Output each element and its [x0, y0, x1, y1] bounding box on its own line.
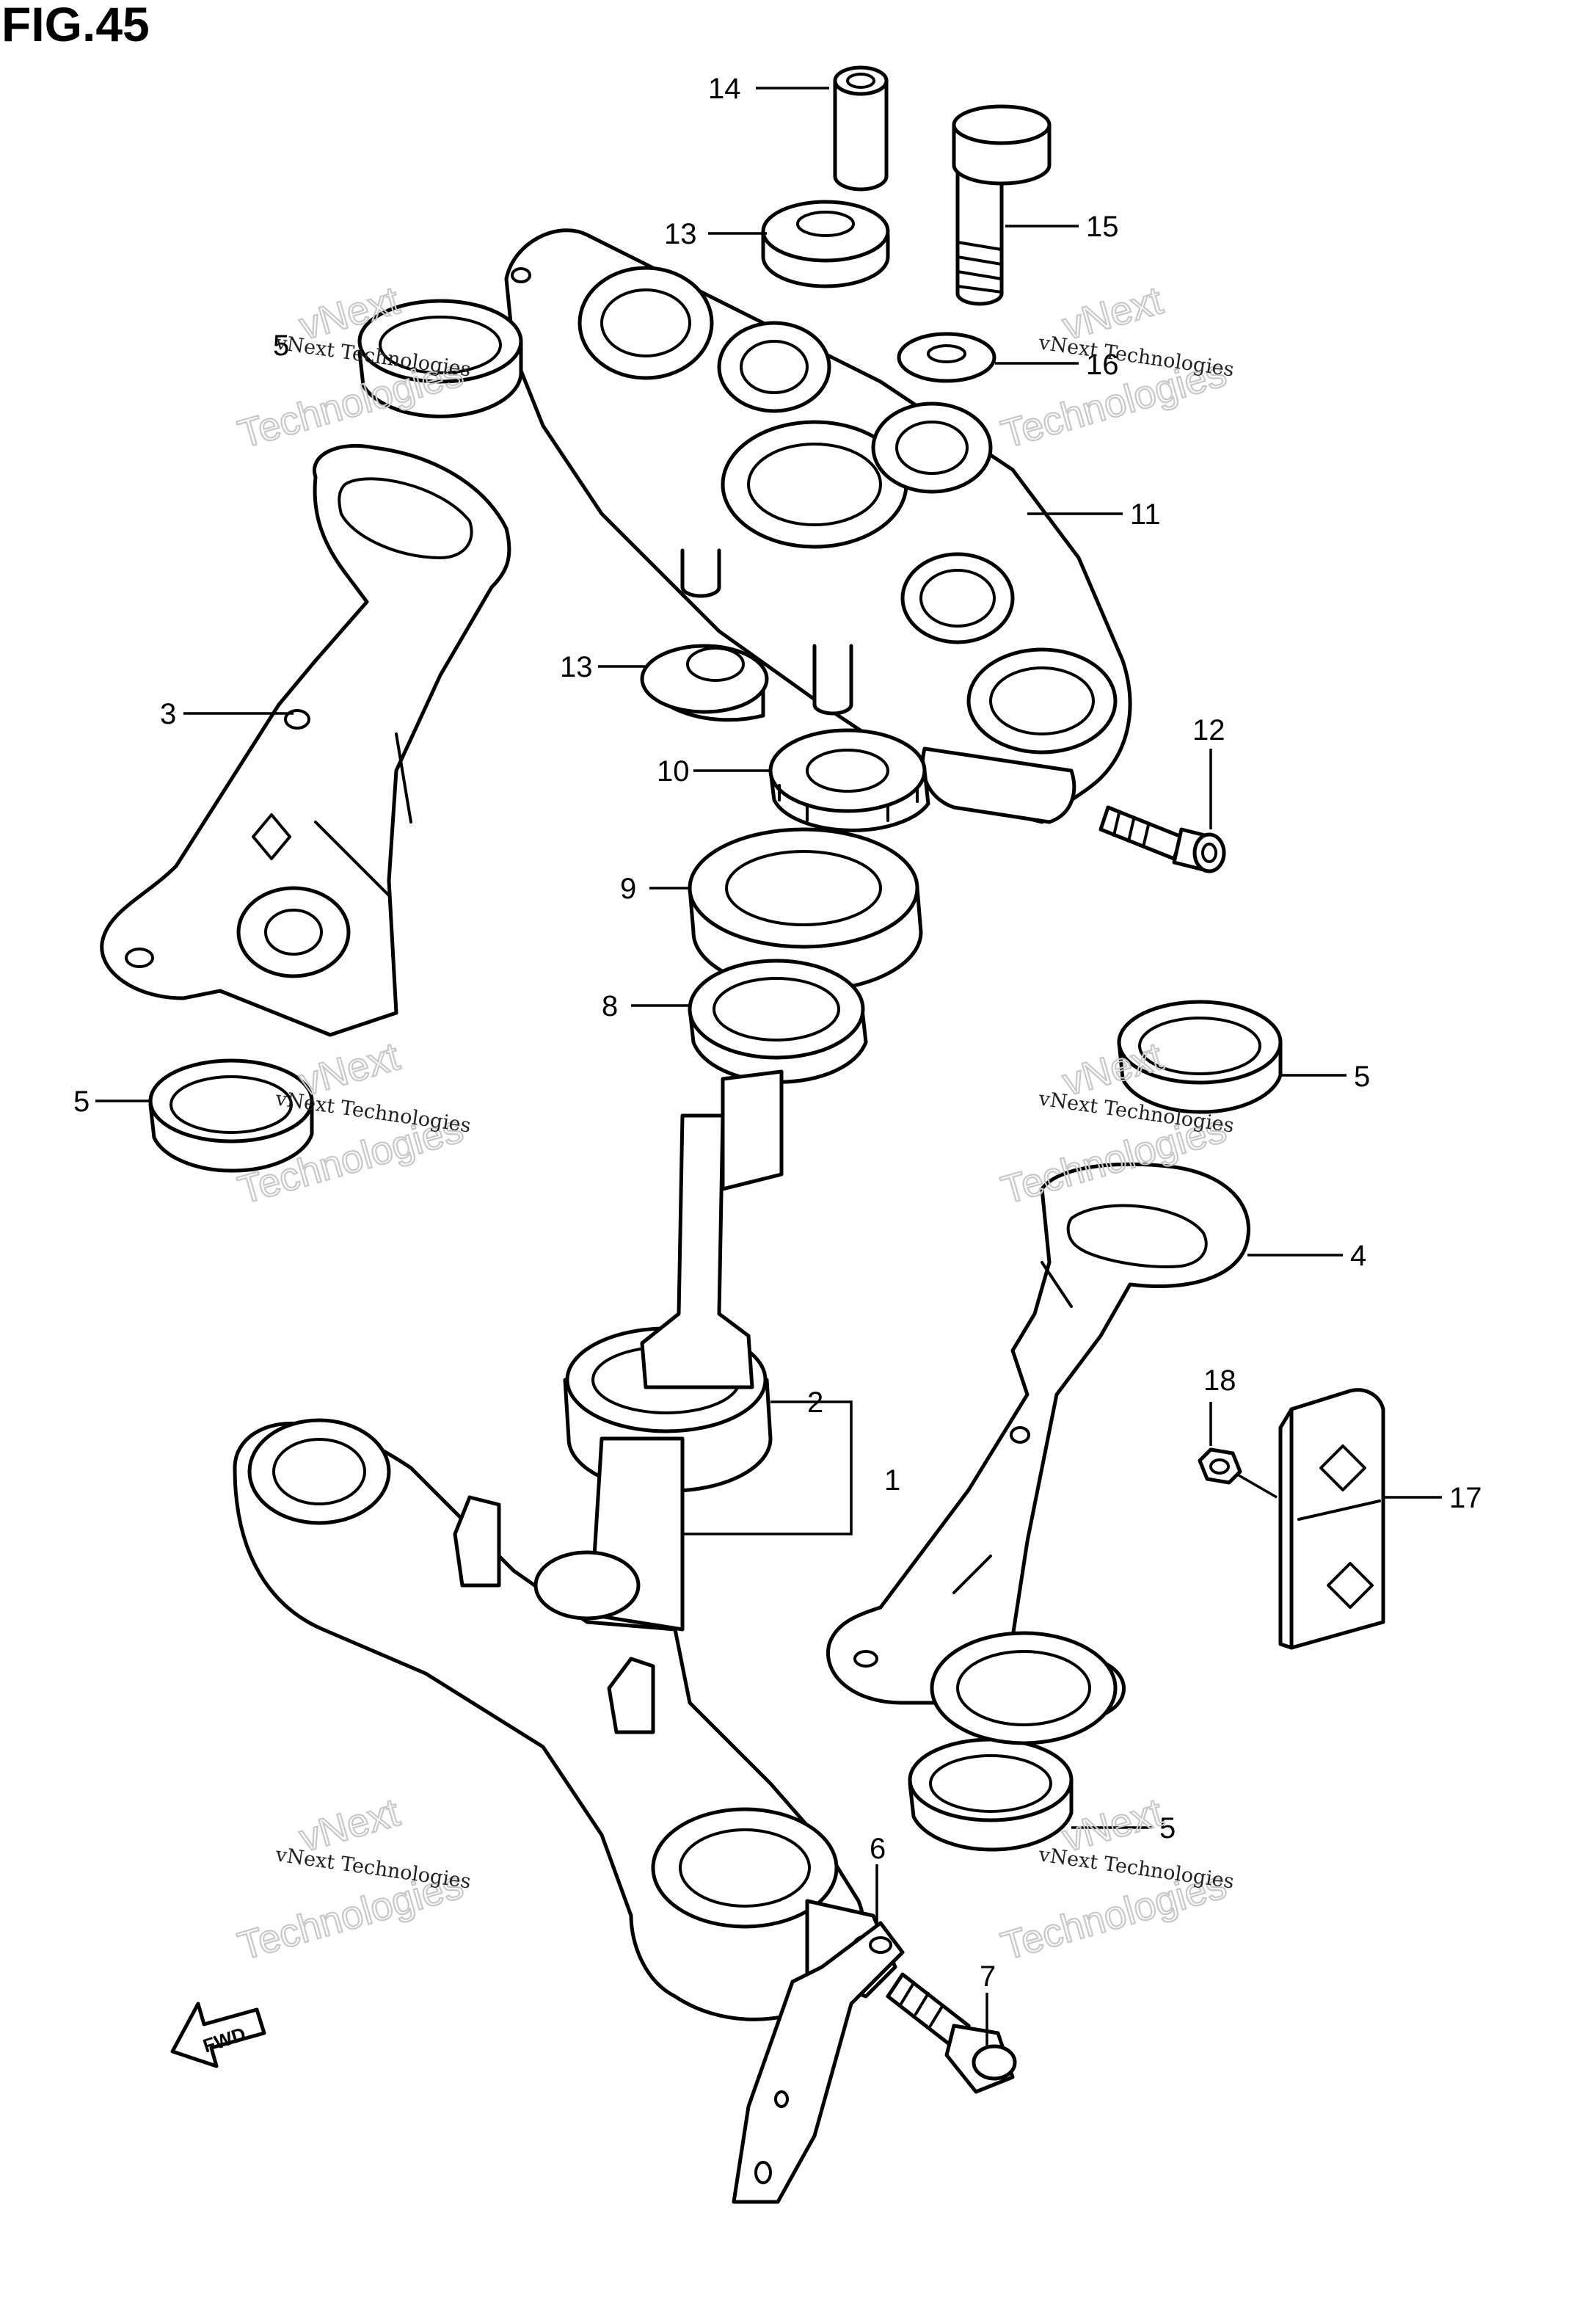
fwd-arrow-icon: FWD	[170, 2002, 266, 2068]
callout-1: 1	[884, 1464, 900, 1497]
part-3-left-bracket	[100, 443, 511, 1037]
part-1-lower-bracket	[233, 1069, 897, 2021]
callout-16: 16	[1086, 349, 1119, 381]
part-10-stem-nut	[768, 728, 930, 832]
callout-13-lower: 13	[560, 651, 593, 683]
callout-5-lower-right: 5	[1159, 1812, 1176, 1844]
part-6-stay	[732, 1921, 905, 2204]
part-4-right-bracket	[826, 1162, 1250, 1745]
callout-12: 12	[1192, 714, 1225, 746]
part-13-upper-cap	[761, 200, 890, 288]
callout-9: 9	[620, 873, 636, 905]
part-18-nut	[1198, 1447, 1242, 1485]
watermark-bottom-left: vNext Technologies vNext Technologies	[233, 1789, 473, 1969]
callout-18: 18	[1203, 1364, 1236, 1397]
callout-5-upper-left: 5	[273, 330, 289, 362]
part-5-dust-seal-upper-left	[357, 299, 523, 418]
part-12-screw	[1098, 805, 1226, 873]
callout-17: 17	[1449, 1482, 1482, 1514]
part-16-washer	[897, 332, 996, 383]
part-11-upper-bracket	[504, 228, 1132, 824]
callout-15: 15	[1086, 211, 1119, 243]
part-13-lower-cap	[640, 644, 769, 722]
callout-labels: 14 13 15 16 5 11 13 3 12 10 9 8 5 5 4 18…	[73, 73, 1482, 1993]
part-8-bearing	[688, 959, 868, 1084]
callout-7: 7	[980, 1960, 996, 1993]
part-5-dust-seal-middle-right	[1117, 1000, 1283, 1114]
callout-3: 3	[160, 698, 176, 730]
figure-title: FIG.45	[1, 0, 150, 51]
callout-4: 4	[1350, 1240, 1366, 1272]
callout-5-middle-left: 5	[73, 1086, 90, 1118]
callout-2: 2	[807, 1386, 823, 1419]
part-14-spacer	[833, 65, 889, 192]
part-15-bolt	[952, 104, 1052, 306]
part-17-emblem	[1278, 1388, 1385, 1650]
leader-lines	[95, 87, 1442, 2048]
part-9-stem-seal	[688, 827, 923, 993]
callout-10: 10	[657, 755, 690, 788]
part-5-dust-seal-middle-left	[148, 1058, 314, 1173]
callout-6: 6	[870, 1833, 886, 1865]
callout-11: 11	[1130, 498, 1161, 531]
part-5-dust-seal-lower-right	[908, 1737, 1074, 1852]
callout-14: 14	[708, 73, 741, 105]
callout-8: 8	[602, 990, 618, 1022]
part-7-bolt	[886, 1972, 1017, 2094]
callout-13-upper: 13	[664, 218, 697, 250]
callout-5-middle-right: 5	[1354, 1061, 1370, 1093]
